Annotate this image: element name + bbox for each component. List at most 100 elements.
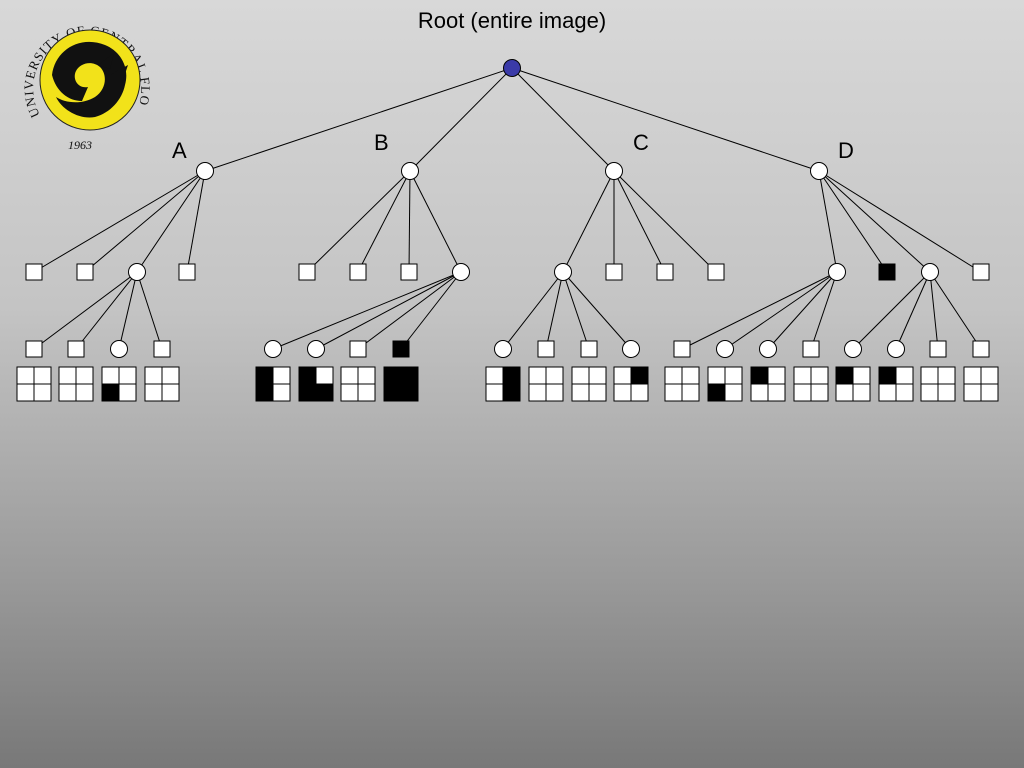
white-leaf-square — [707, 263, 725, 281]
tree-edge — [357, 170, 411, 273]
quadrant-cell — [16, 383, 35, 402]
quadrant-cell — [664, 383, 683, 402]
tree-edge — [929, 271, 982, 350]
tree-edge — [84, 170, 206, 273]
quadrant-cell — [101, 383, 120, 402]
quadrant-cell — [724, 366, 743, 385]
tree-edge — [511, 67, 615, 172]
quadrant-cell — [400, 366, 419, 385]
quadrant-cell — [357, 366, 376, 385]
quadrant-cell — [963, 366, 982, 385]
tree-edge — [33, 170, 206, 273]
quadrant-cell — [895, 383, 914, 402]
root-node — [503, 59, 521, 77]
quadrant-cell — [340, 383, 359, 402]
quadrant-cell — [630, 383, 649, 402]
quadrant-cell — [852, 383, 871, 402]
branch-label-a: A — [172, 138, 187, 163]
quadrant-cell — [340, 366, 359, 385]
quadrant-cell — [810, 383, 829, 402]
internal-node — [307, 340, 325, 358]
ucf-seal-logo: UNIVERSITY OF CENTRAL FLORIDA 1963 — [10, 5, 152, 152]
tree-edge — [562, 170, 615, 273]
quadrant-cell — [485, 383, 504, 402]
quadrant-cell — [545, 366, 564, 385]
quadrant-cell — [750, 383, 769, 402]
quadrant-cell — [724, 383, 743, 402]
internal-node — [828, 263, 846, 281]
white-leaf-square — [25, 340, 43, 358]
branch-node-b — [401, 162, 419, 180]
tree-edge — [315, 271, 462, 350]
tree-edge — [272, 271, 462, 350]
quadrant-cell — [963, 383, 982, 402]
quadrant-cell — [681, 366, 700, 385]
tree-edge — [929, 271, 939, 350]
seal-year: 1963 — [68, 138, 92, 152]
quadrant-cell — [144, 366, 163, 385]
quadrant-cell — [528, 366, 547, 385]
tree-edge — [33, 271, 138, 350]
tree-edge — [613, 170, 717, 273]
black-leaf-square — [392, 340, 410, 358]
quadrant-cell — [33, 366, 52, 385]
white-leaf-square — [656, 263, 674, 281]
quadrant-cell — [767, 383, 786, 402]
quadrant-cell — [681, 383, 700, 402]
white-leaf-square — [25, 263, 43, 281]
tree-edge — [306, 170, 411, 273]
quadrant-cell — [255, 366, 274, 385]
quadrant-cell — [161, 383, 180, 402]
tree-edge — [818, 170, 838, 273]
quadrant-cell — [16, 366, 35, 385]
quadrant-cell — [878, 366, 897, 385]
quadrant-cell — [835, 366, 854, 385]
quadrant-cell — [298, 383, 317, 402]
quadrant-cell — [502, 366, 521, 385]
quadrant-cell — [835, 383, 854, 402]
tree-edge — [767, 271, 838, 350]
quadtree-diagram — [16, 59, 999, 402]
quadrant-cell — [315, 383, 334, 402]
tree-edge — [818, 170, 888, 273]
branch-label-c: C — [633, 130, 649, 155]
quadrant-cell — [161, 366, 180, 385]
tree-edge — [118, 271, 138, 350]
quadrant-cell — [545, 383, 564, 402]
quadrant-cell — [75, 366, 94, 385]
internal-node — [759, 340, 777, 358]
internal-node — [844, 340, 862, 358]
white-leaf-square — [580, 340, 598, 358]
tree-edge — [562, 271, 632, 350]
quadrant-cell — [852, 366, 871, 385]
tree-edge — [409, 170, 462, 273]
quadrant-cell — [33, 383, 52, 402]
quadrant-cell — [571, 383, 590, 402]
tree-edge — [136, 271, 163, 350]
quadrant-cell — [298, 366, 317, 385]
white-leaf-square — [929, 340, 947, 358]
quadrant-cell — [383, 366, 402, 385]
tree-edge — [613, 170, 666, 273]
black-leaf-square — [878, 263, 896, 281]
white-leaf-square — [537, 340, 555, 358]
quadrant-cell — [58, 383, 77, 402]
quadrant-cell — [937, 366, 956, 385]
internal-node — [887, 340, 905, 358]
slide-title: Root (entire image) — [417, 8, 607, 33]
quadrant-cell — [630, 366, 649, 385]
quadrant-cell — [613, 383, 632, 402]
internal-node — [622, 340, 640, 358]
white-leaf-square — [802, 340, 820, 358]
branch-label-d: D — [838, 138, 854, 163]
tree-edge — [186, 170, 206, 273]
tree-edge — [136, 170, 206, 273]
quadrant-cell — [664, 366, 683, 385]
quadrant-cell — [707, 366, 726, 385]
quadrant-cell — [895, 366, 914, 385]
tree-edge — [681, 271, 838, 350]
tree-edge — [810, 271, 838, 350]
internal-node — [452, 263, 470, 281]
quadrant-cell — [75, 383, 94, 402]
